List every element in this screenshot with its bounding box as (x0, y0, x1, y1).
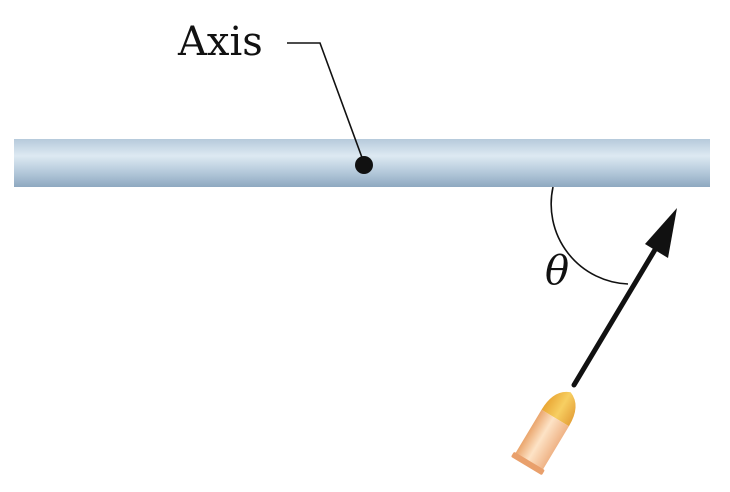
axis-label: Axis (177, 19, 263, 65)
angle-label: θ (545, 248, 569, 294)
bullet (511, 391, 576, 475)
bullet-casing (514, 409, 569, 471)
axis-point (355, 156, 373, 174)
velocity-arrow-head (645, 208, 677, 258)
bullet-base (511, 452, 545, 475)
axis-leader-line (287, 42, 365, 164)
angle-arc (550, 186, 629, 285)
velocity-arrow-shaft (571, 235, 665, 388)
bullet-tip (541, 391, 576, 427)
